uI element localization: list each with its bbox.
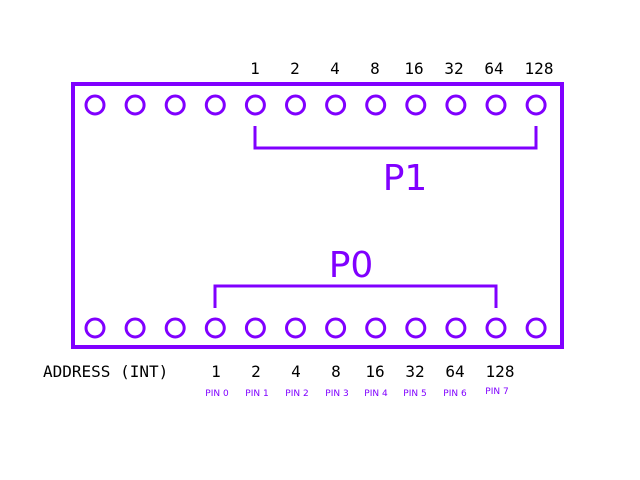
top-pad-3 <box>204 94 226 116</box>
address-label: ADDRESS (INT) <box>43 362 168 381</box>
top-pad-8 <box>405 94 427 116</box>
top-value-2: 2 <box>290 59 300 78</box>
bottom-value-32: 32 <box>405 362 424 381</box>
bottom-pad-0 <box>84 317 106 339</box>
bottom-pad-row <box>84 317 547 339</box>
top-value-8: 8 <box>370 59 380 78</box>
top-value-128: 128 <box>525 59 554 78</box>
top-value-1: 1 <box>250 59 260 78</box>
top-value-32: 32 <box>444 59 463 78</box>
bottom-value-16: 16 <box>365 362 384 381</box>
pin-labels: PIN 0 PIN 1 PIN 2 PIN 3 PIN 4 PIN 5 PIN … <box>205 387 508 399</box>
top-pad-7 <box>365 94 387 116</box>
bottom-pad-1 <box>124 317 146 339</box>
top-pad-4 <box>244 94 266 116</box>
board-outline <box>71 82 564 349</box>
top-value-labels: 1 2 4 8 16 32 64 128 <box>250 59 553 78</box>
bottom-pad-10 <box>485 317 507 339</box>
pin-label-0: PIN 0 <box>205 389 229 399</box>
top-value-64: 64 <box>484 59 503 78</box>
top-pad-9 <box>445 94 467 116</box>
bottom-pad-3 <box>204 317 226 339</box>
bottom-value-128: 128 <box>486 362 515 381</box>
pin-label-7: PIN 7 <box>485 387 508 397</box>
bottom-pad-2 <box>164 317 186 339</box>
bottom-value-1: 1 <box>211 362 221 381</box>
bottom-pad-8 <box>405 317 427 339</box>
bottom-pad-11 <box>525 317 547 339</box>
top-value-16: 16 <box>404 59 423 78</box>
bottom-pad-4 <box>244 317 266 339</box>
top-pad-2 <box>164 94 186 116</box>
bottom-value-4: 4 <box>291 362 301 381</box>
pin-label-3: PIN 3 <box>325 389 348 399</box>
p0-label: P0 <box>329 245 374 286</box>
top-pad-row <box>84 94 547 116</box>
bottom-value-2: 2 <box>251 362 261 381</box>
top-pad-10 <box>485 94 507 116</box>
pin-label-6: PIN 6 <box>443 389 467 399</box>
bottom-value-64: 64 <box>445 362 464 381</box>
bottom-value-8: 8 <box>331 362 341 381</box>
pin-label-5: PIN 5 <box>403 389 426 399</box>
bottom-pad-6 <box>325 317 347 339</box>
p1-label: P1 <box>383 158 428 199</box>
top-pad-11 <box>525 94 547 116</box>
top-value-4: 4 <box>330 59 340 78</box>
top-pad-5 <box>285 94 306 116</box>
p1-bracket <box>253 126 538 150</box>
top-pad-1 <box>124 94 146 116</box>
top-pad-0 <box>84 94 106 116</box>
bottom-pad-9 <box>445 317 467 339</box>
p0-bracket <box>213 284 498 308</box>
pin-label-1: PIN 1 <box>245 389 268 399</box>
bottom-value-labels: 1 2 4 8 16 32 64 128 <box>211 362 514 381</box>
bottom-pad-7 <box>365 317 387 339</box>
bottom-pad-5 <box>285 317 306 339</box>
pin-label-4: PIN 4 <box>364 389 388 399</box>
pin-label-2: PIN 2 <box>285 389 308 399</box>
top-pad-6 <box>325 94 347 116</box>
